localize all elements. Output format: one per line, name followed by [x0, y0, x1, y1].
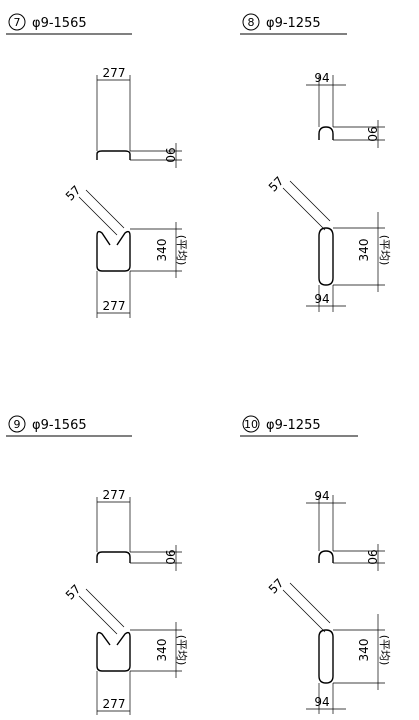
figure-10-lower-height-label: 340	[357, 639, 371, 662]
figure-8-upper-bar	[318, 126, 334, 140]
figure-10-lower-shape: 57 340 (平均) 94	[266, 576, 391, 714]
figure-8-angle-dim-line	[282, 187, 326, 231]
figure-7-number: 7	[14, 16, 21, 29]
figure-8-label: φ9-1255	[266, 16, 321, 31]
figure-8-lower-height-label: 340	[357, 239, 371, 262]
figure-7-upper-width-label: 277	[103, 66, 126, 80]
figure-9-angle-ext	[85, 588, 125, 628]
figure-9-upper-width-label: 277	[103, 488, 126, 502]
figure-7-upper-shape: 277 90	[96, 66, 182, 168]
figure-7: 7 φ9-1565 277 90 57 340 (平均)	[6, 13, 188, 318]
figure-10-upper-height-label: 90	[365, 549, 379, 564]
figure-10-label: φ9-1255	[266, 418, 321, 433]
figure-8-upper-width-label: 94	[314, 71, 329, 85]
figure-9-title: 9 φ9-1565	[6, 415, 132, 437]
figure-8-number: 8	[248, 16, 255, 29]
figure-7-lower-width-label: 277	[103, 299, 126, 313]
figure-8: 8 φ9-1255 94 90 57 340 (平均)	[240, 13, 391, 312]
figure-8-lower-width-label: 94	[314, 292, 329, 306]
figure-7-upper-bar	[96, 150, 131, 160]
figure-7-lower-height-note: (平均)	[175, 235, 188, 266]
figure-7-lower-height-label: 340	[155, 239, 169, 262]
figure-9-lower-shape: 57 340 (平均) 277	[63, 582, 188, 715]
figure-7-angle-label: 57	[63, 183, 84, 204]
figure-9-lower-width-label: 277	[103, 697, 126, 711]
figure-7-upper-height-label: 90	[163, 147, 177, 162]
figure-7-lower-shape: 57 340 (平均) 277	[63, 183, 188, 318]
figure-8-angle-label: 57	[266, 174, 287, 195]
figure-8-upper-height-label: 90	[365, 126, 379, 141]
figure-7-number-circle	[8, 13, 26, 31]
figure-10-title: 10 φ9-1255	[240, 415, 358, 437]
figure-9-upper-bar	[96, 551, 131, 563]
figure-7-lower-bar	[96, 230, 131, 272]
figure-9-lower-height-label: 340	[155, 639, 169, 662]
figure-10-angle-label: 57	[266, 576, 287, 597]
figure-10-angle-ext	[289, 582, 331, 624]
figure-8-lower-height-note: (平均)	[378, 235, 391, 266]
figure-9-angle-dim-line	[78, 595, 118, 635]
figure-9-upper-shape: 277 90	[96, 488, 182, 571]
figure-7-angle-ext	[85, 189, 125, 229]
figure-9: 9 φ9-1565 277 90 57 340 (平均)	[6, 415, 188, 715]
figure-8-upper-shape: 94 90	[306, 71, 385, 148]
figure-9-number: 9	[14, 418, 21, 431]
figure-7-label: φ9-1565	[32, 16, 87, 31]
figure-9-angle-label: 57	[63, 582, 84, 603]
figure-9-lower-height-note: (平均)	[175, 635, 188, 666]
figure-7-angle-dim-line	[78, 196, 118, 236]
figure-10-lower-bar	[318, 629, 334, 684]
figure-10-number-circle	[242, 415, 260, 433]
figure-9-lower-bar	[96, 631, 131, 672]
figure-10-number: 10	[244, 418, 258, 431]
figure-8-number-circle	[242, 13, 260, 31]
figure-8-lower-shape: 57 340 (平均) 94	[266, 174, 391, 312]
figure-9-label: φ9-1565	[32, 418, 87, 433]
figure-7-title: 7 φ9-1565	[6, 13, 132, 35]
figure-10-upper-width-label: 94	[314, 489, 329, 503]
figure-9-upper-height-label: 90	[163, 549, 177, 564]
figure-8-angle-ext	[289, 180, 331, 222]
figure-9-number-circle	[8, 415, 26, 433]
figure-10-upper-bar	[318, 550, 334, 563]
figure-10-angle-dim-line	[282, 589, 326, 633]
figure-10: 10 φ9-1255 94 90 57 340 (平均)	[240, 415, 391, 714]
figure-10-upper-shape: 94 90	[306, 489, 385, 571]
figure-10-lower-width-label: 94	[314, 695, 329, 709]
figure-8-lower-bar	[318, 227, 334, 286]
figure-8-title: 8 φ9-1255	[240, 13, 347, 35]
figure-10-lower-height-note: (平均)	[378, 635, 391, 666]
